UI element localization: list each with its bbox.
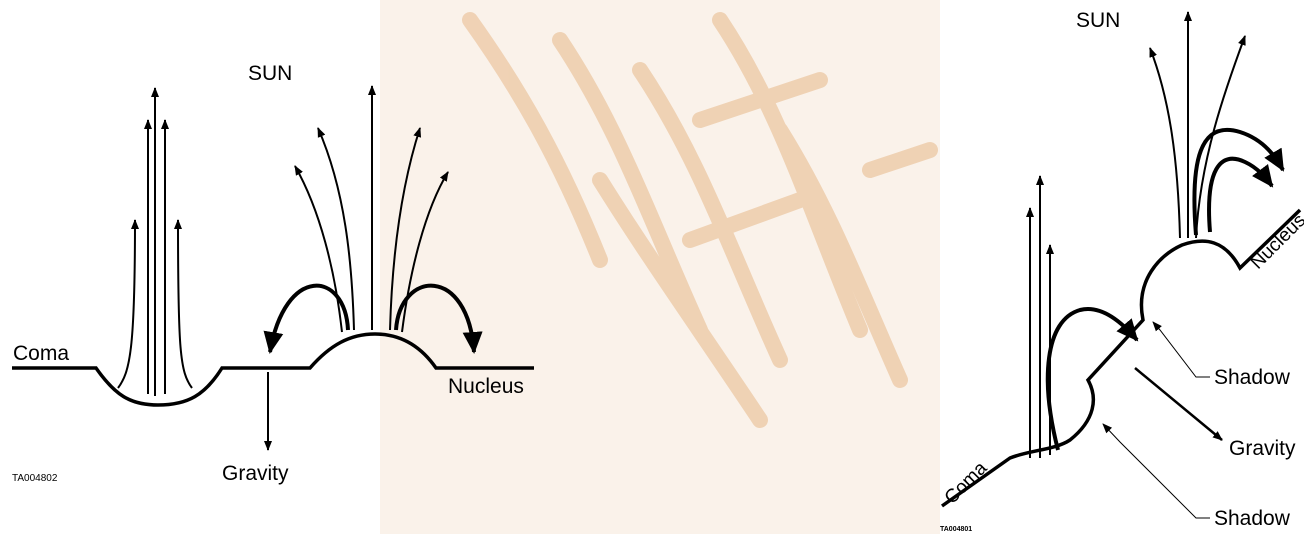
shadow-label-upper: Shadow (1214, 366, 1291, 389)
gravity-label: Gravity (222, 462, 289, 485)
right-diagram: SUN Nucleus Shadow Gravity Shadow Coma T… (940, 0, 1304, 534)
coma-label: Coma (13, 342, 69, 365)
figure-id-label: TA004801 (940, 526, 972, 533)
coma-jet-arrows (118, 88, 192, 396)
shadow-label-lower: Shadow (1214, 507, 1291, 530)
figure-id-label: TA004802 (12, 473, 58, 484)
decorative-background (380, 0, 940, 534)
sun-label: SUN (248, 62, 292, 85)
gravity-label: Gravity (1229, 437, 1296, 460)
nucleus-label: Nucleus (448, 375, 524, 398)
sun-label: SUN (1076, 9, 1120, 32)
